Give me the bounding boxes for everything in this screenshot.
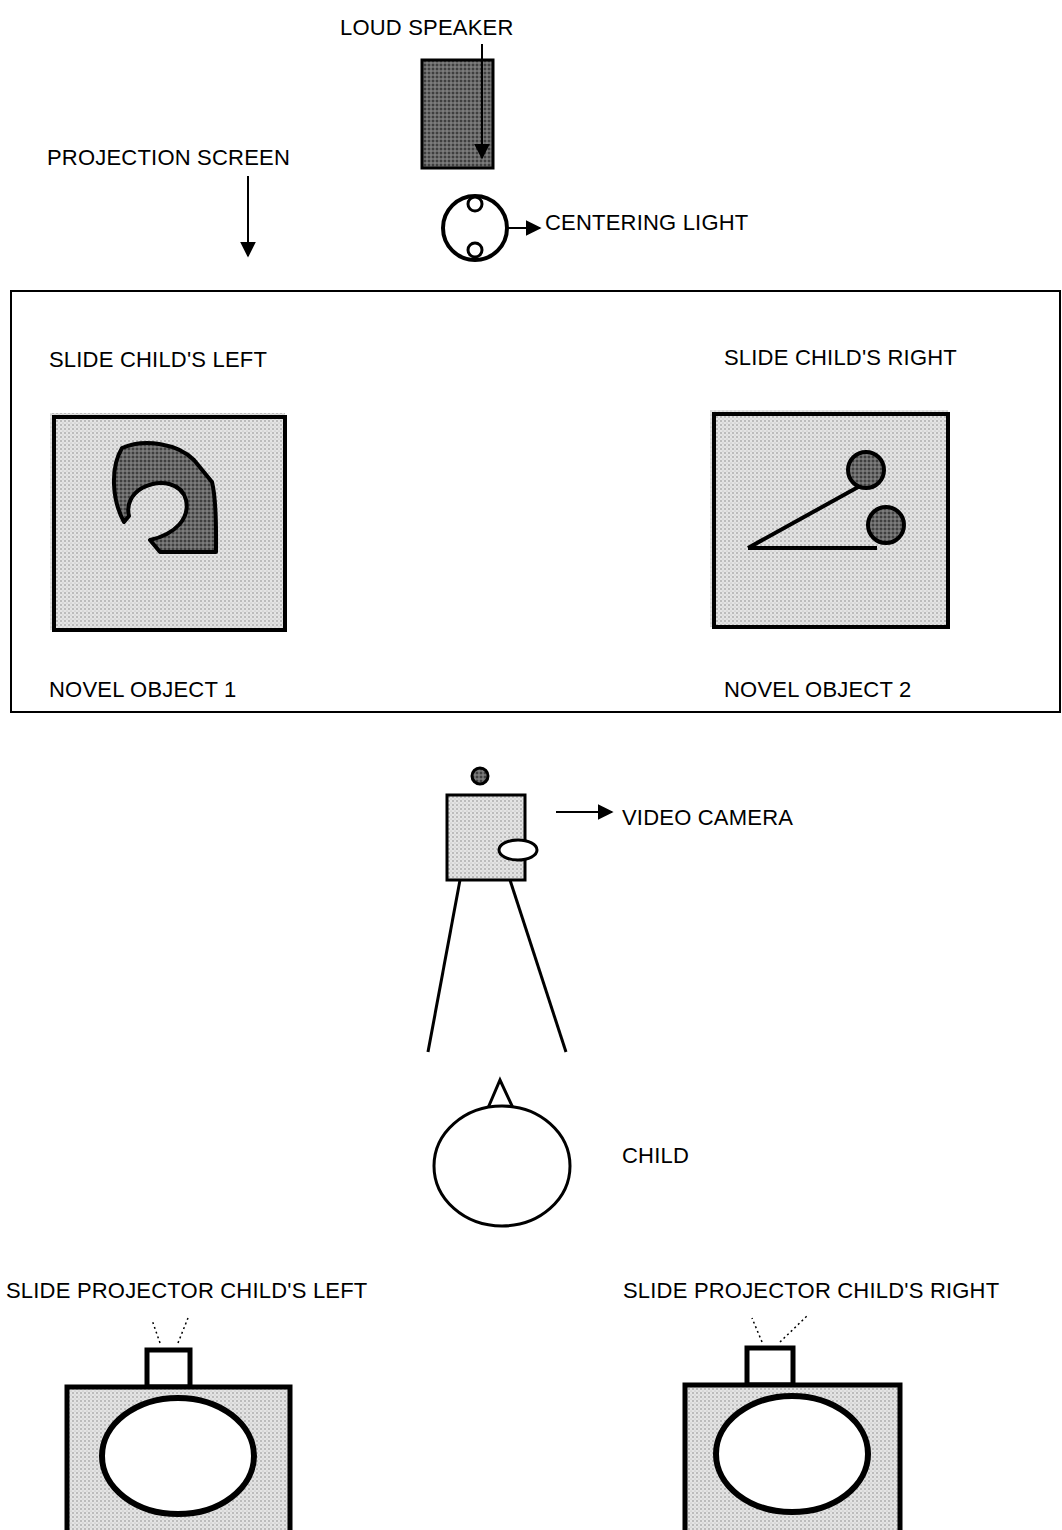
part-label: SLIDE CHILD'S RIGHT (724, 345, 957, 371)
light-bulb (468, 197, 482, 211)
loud-speaker: LOUD SPEAKER (422, 60, 493, 168)
slide: SLIDE CHILD'S RIGHTNOVEL OBJECT 2 (712, 412, 950, 629)
child: CHILD (434, 1080, 570, 1226)
slide: SLIDE CHILD'S LEFTNOVEL OBJECT 1 (52, 415, 287, 632)
camera-top (472, 768, 488, 784)
object-label: NOVEL OBJECT 1 (49, 677, 236, 703)
centering-light (443, 196, 507, 260)
novel-object (114, 443, 216, 552)
camera-body (447, 795, 525, 880)
novel-object (748, 486, 877, 548)
tripod-leg (428, 880, 460, 1052)
part-label: VIDEO CAMERA (622, 805, 793, 831)
slide-projector: SLIDE PROJECTOR CHILD'S LEFT (67, 1348, 290, 1530)
leader-arrow (556, 811, 612, 813)
tripod-leg (510, 880, 566, 1052)
part-label: PROJECTION SCREEN (47, 145, 290, 171)
slide-projector (67, 1318, 290, 1530)
part-label: LOUD SPEAKER (340, 15, 514, 41)
light-bulb (468, 243, 482, 257)
video-camera: VIDEO CAMERA (447, 767, 527, 880)
child-head (434, 1106, 570, 1226)
part-label: CHILD (622, 1143, 689, 1169)
novel-object (848, 452, 884, 488)
part-label: SLIDE PROJECTOR CHILD'S LEFT (6, 1278, 367, 1304)
part-label: SLIDE CHILD'S LEFT (49, 347, 267, 373)
slide-projector (685, 1315, 900, 1530)
part-label: SLIDE PROJECTOR CHILD'S RIGHT (623, 1278, 999, 1304)
part-label: CENTERING LIGHT (545, 210, 748, 236)
novel-object (868, 507, 904, 543)
object-label: NOVEL OBJECT 2 (724, 677, 911, 703)
camera-lens (499, 840, 537, 860)
slide-ground (710, 410, 948, 627)
projection-screen: PROJECTION SCREENSLIDE CHILD'S LEFTNOVEL… (10, 290, 1061, 713)
leader-arrow (247, 176, 249, 256)
leader-arrow (481, 44, 483, 158)
slide-projector: SLIDE PROJECTOR CHILD'S RIGHT (685, 1348, 900, 1530)
child-nose (488, 1080, 513, 1108)
slide-ground (50, 413, 285, 630)
centering-light: CENTERING LIGHT (442, 195, 508, 261)
leader-arrow (508, 227, 540, 229)
